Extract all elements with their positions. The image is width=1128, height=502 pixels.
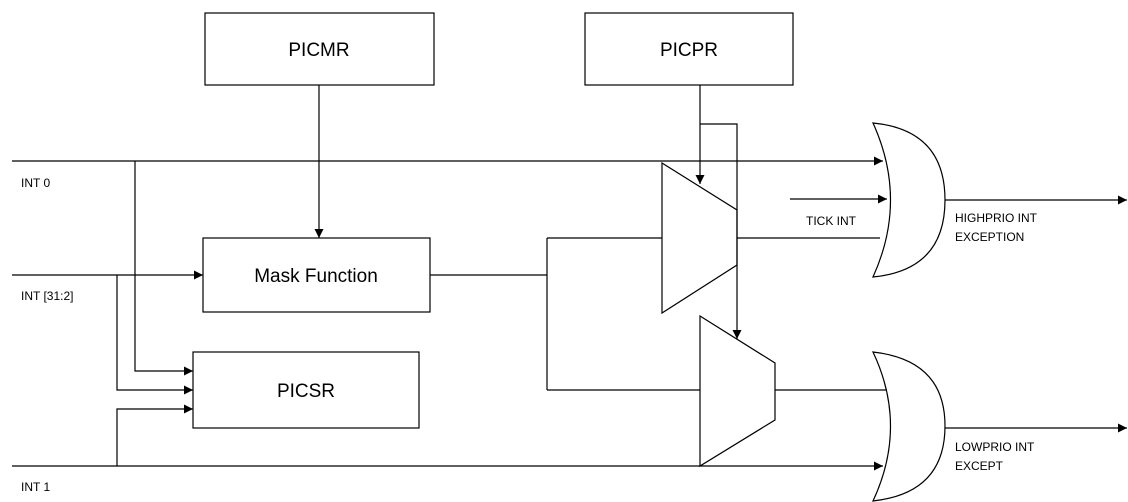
low-priority-or-gate (871, 351, 946, 502)
int0-to-picsr-wire (134, 161, 193, 376)
int1-label: INT 1 (21, 480, 50, 494)
picpr-block (584, 12, 794, 86)
highprio-label-line1: HIGHPRIO INT (955, 211, 1038, 225)
picmr-label: PICMR (288, 40, 349, 61)
picpr-label: PICPR (660, 40, 718, 61)
picsr-block (192, 351, 420, 429)
int1-to-picsr-wire (116, 404, 193, 466)
int31-2-to-picsr-wire (116, 275, 193, 395)
high-priority-or-gate (872, 122, 946, 278)
mask-function-label: Mask Function (254, 266, 378, 287)
lowprio-label-line1: LOWPRIO INT (955, 440, 1035, 454)
picmr-block (204, 12, 435, 86)
high-priority-mux (661, 161, 738, 315)
highprio-label-line2: EXCEPTION (955, 230, 1024, 244)
picpr-to-low-mux-wire (700, 123, 742, 339)
mask-function-block (202, 237, 431, 313)
low-priority-mux (699, 314, 776, 468)
int31-2-label: INT [31:2] (21, 289, 73, 303)
picsr-label: PICSR (277, 381, 335, 402)
tick-int-label: TICK INT (806, 214, 857, 228)
int0-label: INT 0 (21, 176, 50, 190)
lowprio-label-line2: EXCEPT (955, 459, 1004, 473)
